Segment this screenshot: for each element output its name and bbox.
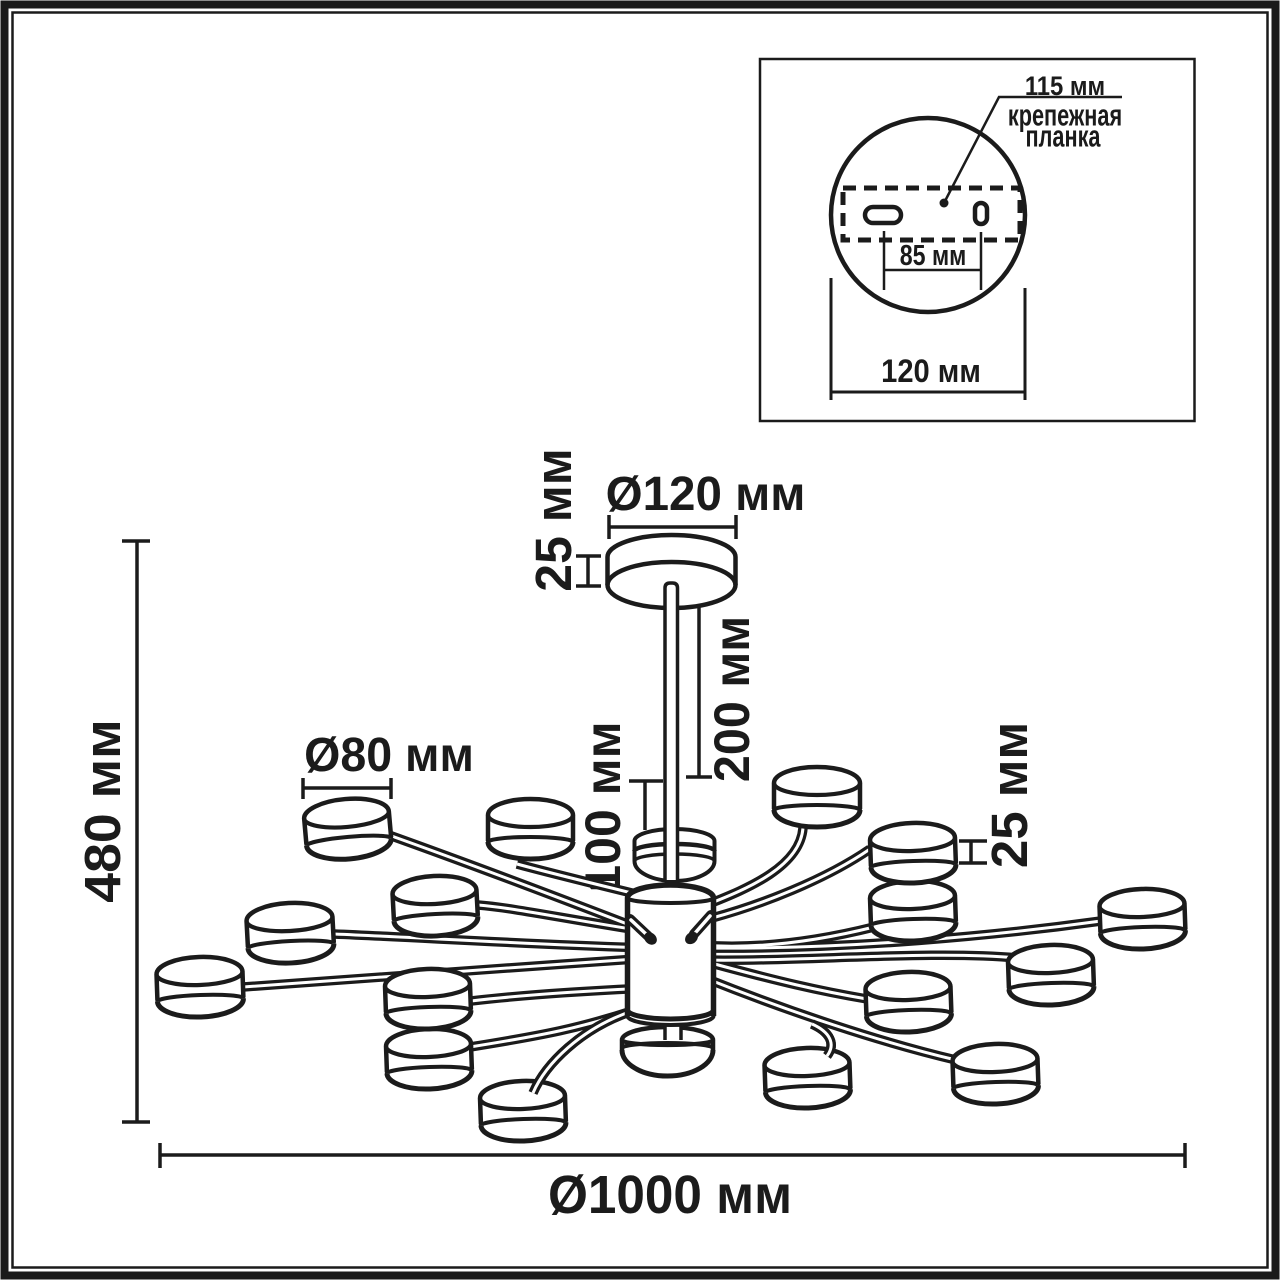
svg-text:25 мм: 25 мм xyxy=(525,448,583,591)
svg-text:115 мм: 115 мм xyxy=(1025,72,1105,101)
svg-text:200 мм: 200 мм xyxy=(704,616,760,782)
svg-text:85 мм: 85 мм xyxy=(900,238,967,271)
svg-text:120 мм: 120 мм xyxy=(881,354,981,390)
svg-text:Ø120 мм: Ø120 мм xyxy=(606,468,806,521)
svg-text:планка: планка xyxy=(1026,119,1102,154)
svg-text:Ø80 мм: Ø80 мм xyxy=(304,728,474,782)
svg-text:100 мм: 100 мм xyxy=(575,721,631,892)
svg-text:480 мм: 480 мм xyxy=(75,719,132,902)
svg-text:крепежная: крепежная xyxy=(1008,98,1122,133)
svg-text:Ø1000 мм: Ø1000 мм xyxy=(548,1165,792,1225)
svg-text:25 мм: 25 мм xyxy=(981,722,1038,868)
